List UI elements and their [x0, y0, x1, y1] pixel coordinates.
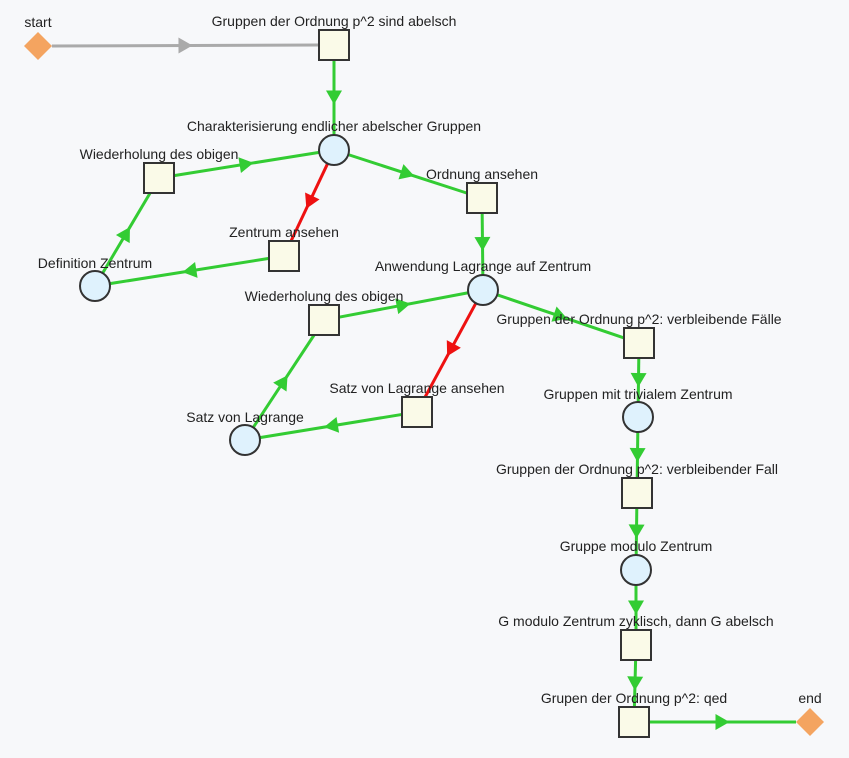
- place-node-p_definition_zentrum[interactable]: [79, 270, 111, 302]
- node-label: end: [798, 690, 821, 706]
- nodes-layer: [24, 29, 824, 738]
- edge-t_ordnung_ansehen-to-p_anwendung_lagrange[interactable]: [474, 212, 491, 276]
- transition-node-t_verbleibende_faelle[interactable]: [623, 327, 655, 359]
- labels-layer: start Gruppen der Ordnung p^2 sind abelsc…: [24, 13, 821, 706]
- edge-p_anwendung_lagrange-to-t_verbleibende_faelle[interactable]: [496, 293, 625, 340]
- node-label: Satz von Lagrange: [186, 409, 304, 425]
- node-label: Definition Zentrum: [38, 255, 152, 271]
- arrowhead-icon: [474, 236, 491, 252]
- arrowhead-icon: [398, 164, 415, 180]
- edge-p_trivialem_zentrum-to-t_verbleibender_fall[interactable]: [629, 431, 646, 479]
- arrowhead-icon: [305, 192, 320, 209]
- edge-t_wiederholung_1-to-p_charakterisierung[interactable]: [173, 150, 320, 178]
- transition-node-t_zyklisch[interactable]: [620, 629, 652, 661]
- transition-node-t_zentrum_ansehen[interactable]: [268, 240, 300, 272]
- node-label: Gruppe modulo Zentrum: [560, 538, 713, 554]
- arrowhead-icon: [628, 524, 645, 539]
- arrowhead-icon: [115, 227, 130, 244]
- transition-node-t_satz_lagrange_ansehen[interactable]: [401, 396, 433, 428]
- node-label: Wiederholung des obigen: [245, 288, 404, 304]
- arrowhead-icon: [326, 90, 342, 105]
- edge-p_anwendung_lagrange-to-t_satz_lagrange_ansehen[interactable]: [423, 302, 478, 398]
- terminal-node-start[interactable]: [24, 32, 52, 60]
- edge-t_qed-to-end[interactable]: [649, 714, 796, 730]
- node-label: Gruppen mit trivialem Zentrum: [543, 386, 732, 402]
- arrowhead-icon: [551, 306, 568, 322]
- transition-node-t_wiederholung_2[interactable]: [308, 304, 340, 336]
- edges-layer: [51, 37, 796, 730]
- arrowhead-icon: [273, 375, 288, 392]
- arrowhead-icon: [238, 157, 254, 173]
- terminal-node-end[interactable]: [796, 708, 824, 736]
- node-label: Charakterisierung endlicher abelscher Gr…: [187, 118, 481, 134]
- edge-t_satz_lagrange_ansehen-to-p_satz_lagrange[interactable]: [259, 412, 403, 440]
- node-label: G modulo Zentrum zyklisch, dann G abelsc…: [498, 613, 773, 629]
- arrowhead-icon: [182, 262, 198, 278]
- node-label: Satz von Lagrange ansehen: [329, 380, 504, 396]
- place-node-p_modulo_zentrum[interactable]: [620, 554, 652, 586]
- arrowhead-icon: [446, 340, 461, 357]
- arrowhead-icon: [627, 676, 644, 691]
- node-label: Wiederholung des obigen: [80, 146, 239, 162]
- node-label: Grupen der Ordnung p^2: qed: [541, 690, 727, 706]
- edge-t_zentrum_ansehen-to-p_definition_zentrum[interactable]: [109, 256, 270, 286]
- node-label: Gruppen der Ordnung p^2: verbleibender F…: [496, 461, 778, 477]
- node-label: Gruppen der Ordnung p^2 sind abelsch: [212, 13, 457, 29]
- edge-t_wiederholung_2-to-p_anwendung_lagrange[interactable]: [338, 291, 469, 319]
- edge-t_p2_abelsch-to-p_charakterisierung[interactable]: [326, 60, 342, 135]
- arrowhead-icon: [715, 714, 730, 730]
- place-node-p_trivialem_zentrum[interactable]: [622, 401, 654, 433]
- transition-node-t_qed[interactable]: [618, 706, 650, 738]
- transition-node-t_ordnung_ansehen[interactable]: [466, 182, 498, 214]
- arrowhead-icon: [323, 416, 340, 433]
- transition-node-t_wiederholung_1[interactable]: [143, 162, 175, 194]
- place-node-p_satz_lagrange[interactable]: [229, 424, 261, 456]
- edge-start-to-t_p2_abelsch[interactable]: [51, 37, 320, 54]
- arrowhead-icon: [630, 372, 647, 388]
- place-node-p_anwendung_lagrange[interactable]: [467, 274, 499, 306]
- node-label: Zentrum ansehen: [229, 224, 339, 240]
- arrowhead-icon: [178, 37, 193, 54]
- arrowhead-icon: [628, 600, 644, 615]
- node-label: Ordnung ansehen: [426, 166, 538, 182]
- edge-t_zyklisch-to-t_qed[interactable]: [627, 659, 644, 708]
- edge-t_verbleibende_faelle-to-p_trivialem_zentrum[interactable]: [630, 357, 647, 403]
- arrowhead-icon: [395, 298, 411, 315]
- node-label: start: [24, 14, 51, 30]
- edge-p_charakterisierung-to-t_ordnung_ansehen[interactable]: [347, 153, 468, 195]
- edge-p_definition_zentrum-to-t_wiederholung_1[interactable]: [101, 192, 152, 274]
- transition-node-t_verbleibender_fall[interactable]: [621, 477, 653, 509]
- edge-p_modulo_zentrum-to-t_zyklisch[interactable]: [628, 585, 644, 630]
- edge-p_charakterisierung-to-t_zentrum_ansehen[interactable]: [289, 162, 329, 242]
- node-label: Gruppen der Ordnung p^2: verbleibende Fä…: [496, 311, 781, 327]
- node-label: Anwendung Lagrange auf Zentrum: [375, 258, 591, 274]
- edge-t_verbleibender_fall-to-p_modulo_zentrum[interactable]: [628, 507, 645, 556]
- transition-node-t_p2_abelsch[interactable]: [318, 29, 350, 61]
- arrowhead-icon: [629, 447, 646, 462]
- place-node-p_charakterisierung[interactable]: [318, 134, 350, 166]
- edge-p_satz_lagrange-to-t_wiederholung_2[interactable]: [251, 334, 316, 429]
